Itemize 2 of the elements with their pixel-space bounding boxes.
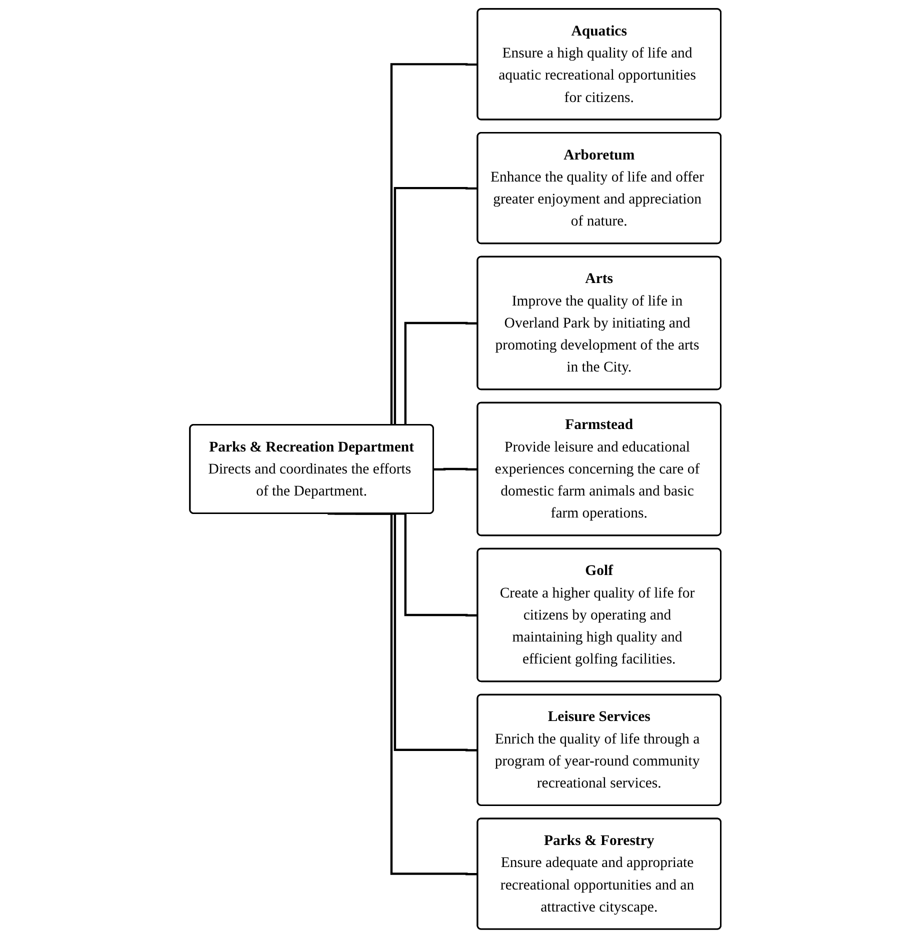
- connector: [328, 512, 478, 876]
- connector: [434, 468, 478, 470]
